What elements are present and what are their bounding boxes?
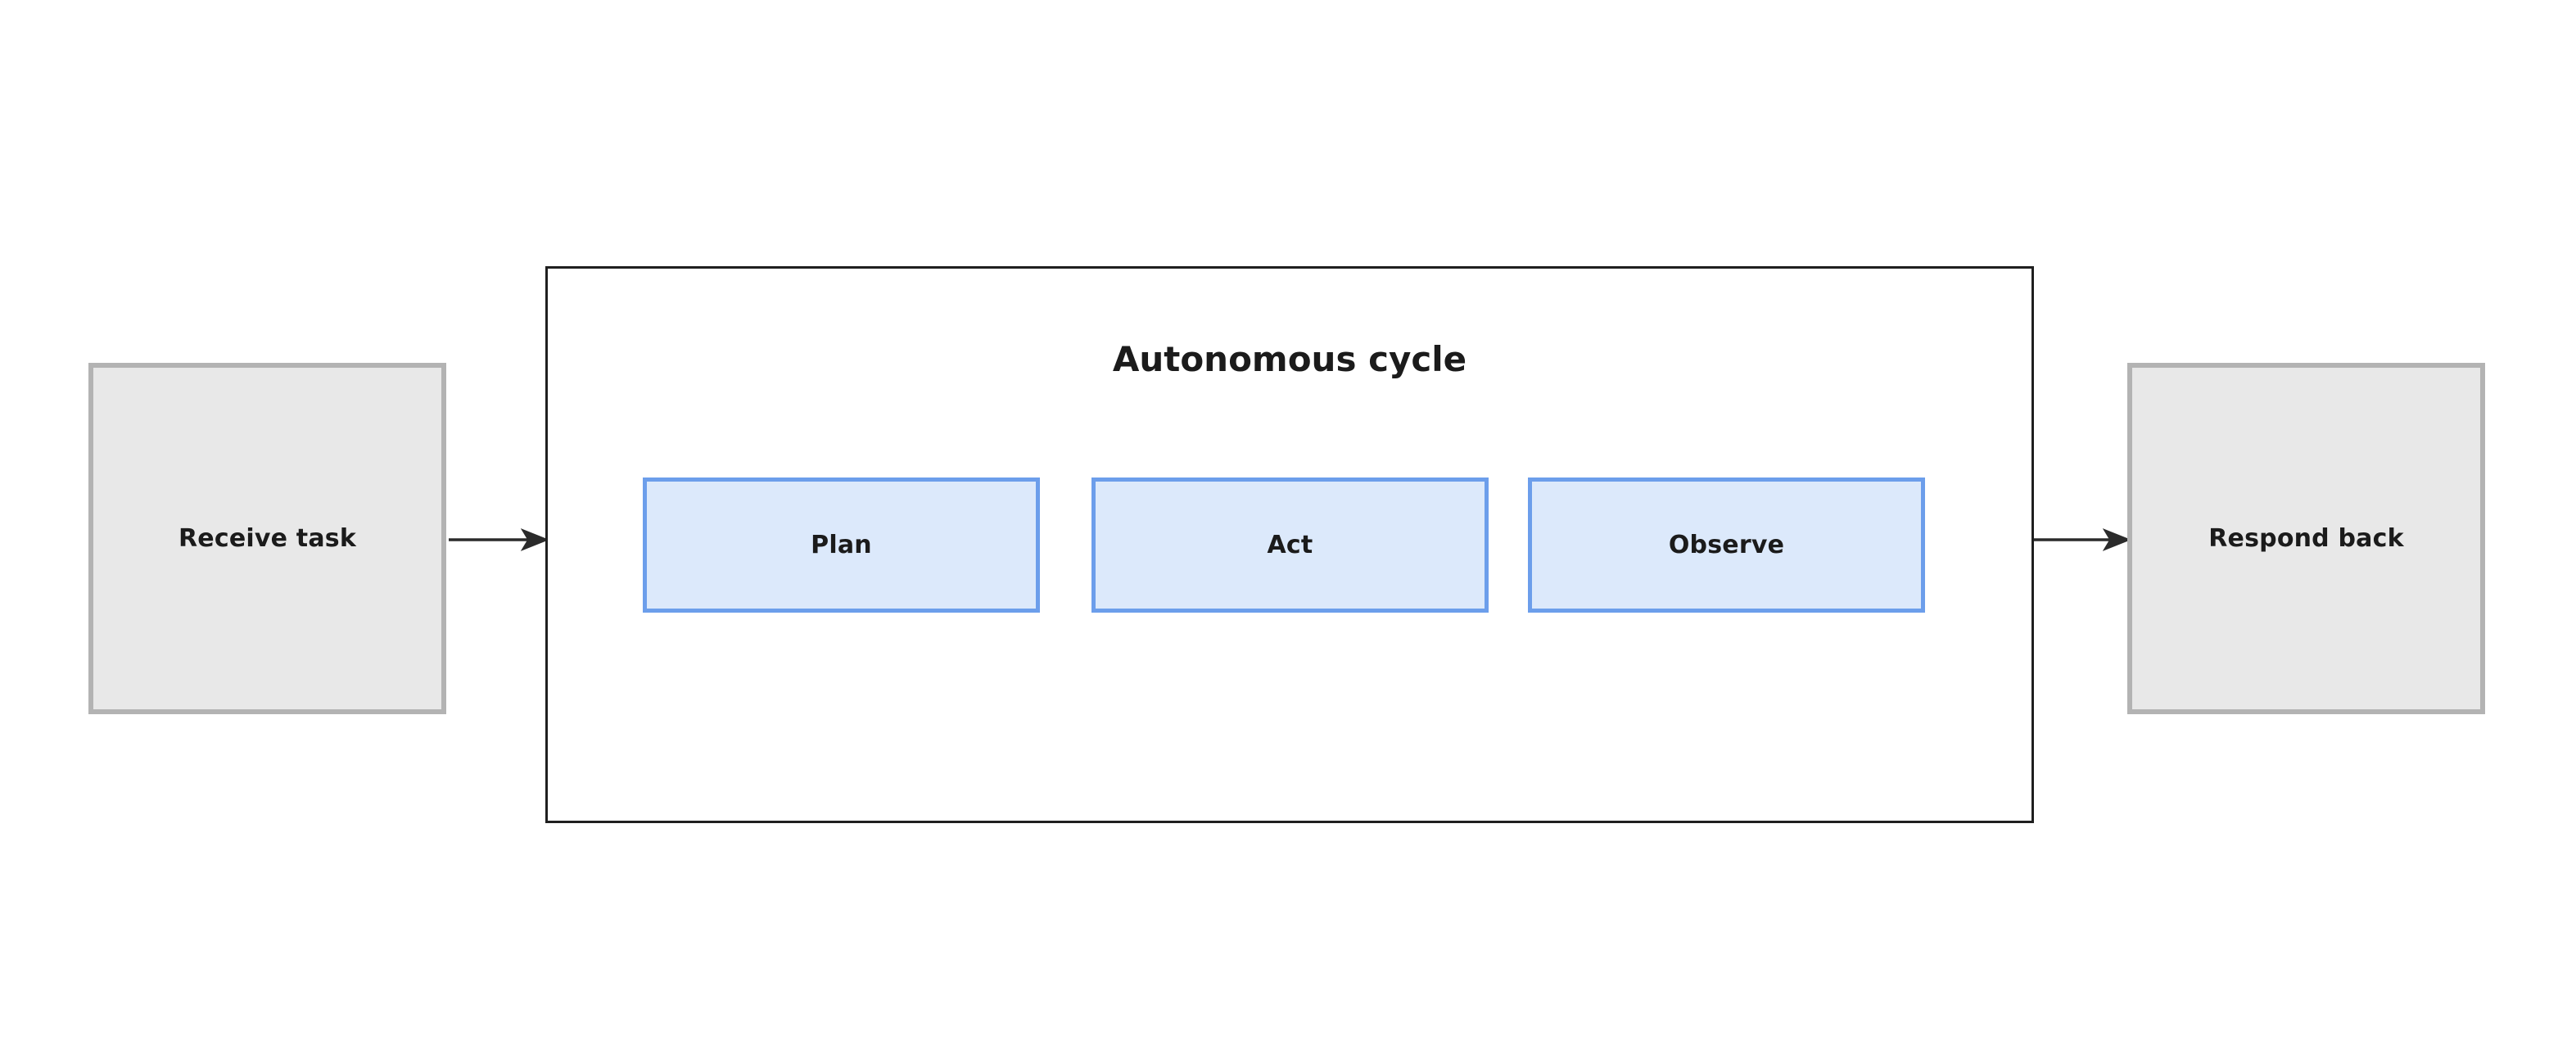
node-observe[interactable]: Observe (1528, 478, 1925, 613)
node-act-label: Act (1267, 530, 1313, 559)
node-receive-task[interactable]: Receive task (88, 363, 446, 714)
node-respond-back-label: Respond back (2208, 523, 2404, 553)
node-act[interactable]: Act (1091, 478, 1489, 613)
container-autonomous-cycle-title: Autonomous cycle (1112, 339, 1467, 379)
node-plan[interactable]: Plan (643, 478, 1040, 613)
node-observe-label: Observe (1668, 530, 1785, 559)
node-plan-label: Plan (811, 530, 872, 559)
node-receive-task-label: Receive task (179, 523, 356, 553)
node-respond-back[interactable]: Respond back (2127, 363, 2485, 714)
